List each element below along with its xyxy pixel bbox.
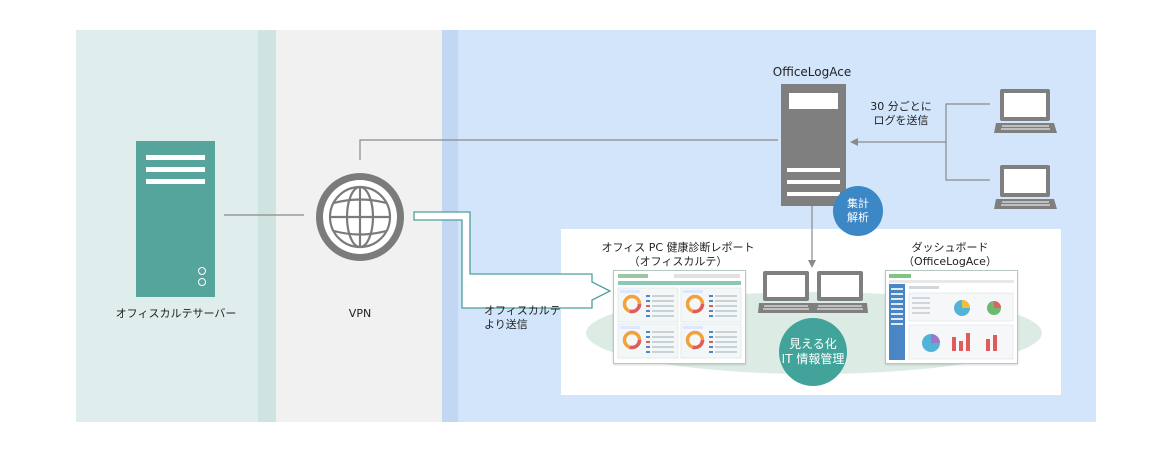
office-zone-divider [442,30,458,422]
arrow-head-down [808,260,816,268]
report-document-icon [613,270,746,364]
send-logs-label: 30 分ごとに ログを送信 [870,100,932,127]
laptop-icon [994,89,1057,133]
laptop-icon [812,271,868,313]
officelogace-server-icon [781,84,846,206]
report-label: オフィス PC 健康診断レポート （オフィスカルテ） [601,241,755,268]
arrow-head-left [850,138,858,146]
officelogace-label: OfficeLogAce [772,65,852,79]
analysis-badge: 集計 解析 [833,186,883,236]
server-icon [136,141,215,297]
server-label: オフィスカルテサーバー [115,307,237,320]
laptop-icon [758,271,814,313]
karte-send-arrow [413,211,612,309]
laptop-icon [994,165,1057,209]
laptop-bracket-line [945,103,990,181]
vpn-officelogace-line [359,139,778,160]
dashboard-screen-icon [885,270,1018,364]
karte-send-label: オフィスカルテ より送信 [484,304,561,331]
vpn-label: VPN [348,307,372,320]
server-zone-divider [258,30,276,422]
dashboard-label: ダッシュボード （OfficeLogAce） [903,241,997,268]
visualization-badge: 見える化 IT 情報管理 [779,318,847,386]
globe-icon [316,173,404,261]
